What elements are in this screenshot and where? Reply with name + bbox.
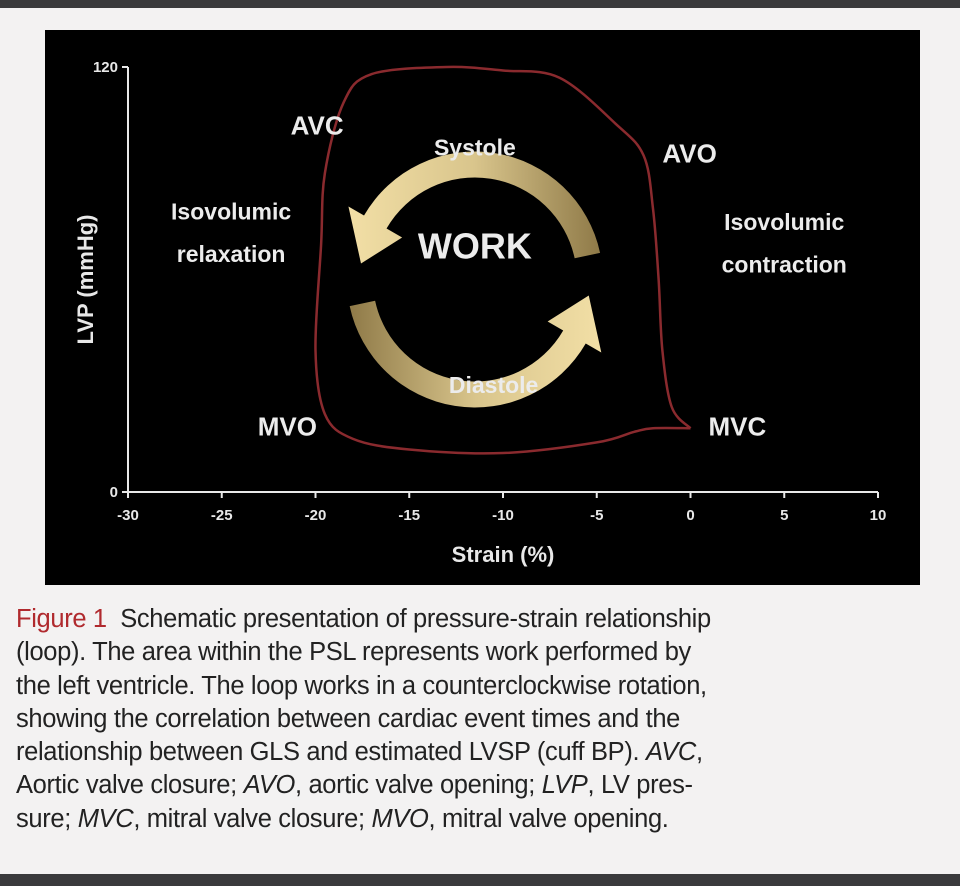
x-tick-label: -20	[305, 507, 327, 524]
caption-text-7: , aortic valve opening;	[294, 771, 542, 800]
annotation-avo: AVO	[662, 139, 716, 169]
caption-text-5: relationship between GLS and estimated L…	[16, 738, 646, 767]
caption-text-6: Aortic valve closure;	[16, 771, 244, 800]
annotations: AVC AVO Isovolumic relaxation Isovolumic cont…	[171, 110, 847, 441]
x-tick-label: 5	[780, 507, 788, 524]
annotation-contraction: contraction	[722, 251, 847, 277]
caption-abbr-avc: AVC	[645, 738, 696, 767]
axes: -30 -25 -20 -15 -10 -5 0 5 10 0 120	[93, 59, 886, 524]
annotation-mvo: MVO	[258, 411, 317, 441]
caption-abbr-lvp: LVP	[541, 771, 588, 800]
x-axis-title: Strain (%)	[452, 542, 555, 567]
figure-caption: Figure 1 Schematic presentation of press…	[16, 605, 711, 833]
figure-label: Figure 1	[16, 605, 107, 633]
caption-abbr-mvc: MVC	[77, 804, 134, 833]
axis-titles: Strain (%) LVP (mmHg)	[73, 215, 554, 567]
annotation-isovolumic: Isovolumic	[171, 198, 291, 224]
annotation-systole: Systole	[434, 135, 516, 161]
loop-group	[314, 65, 692, 455]
annotation-isovolumic: Isovolumic	[724, 209, 844, 235]
caption-abbr-avo: AVO	[243, 771, 296, 800]
x-tick-label: -25	[211, 507, 233, 524]
caption-text-8: , LV pres-	[587, 771, 693, 800]
caption-text-9: sure;	[16, 804, 78, 833]
caption-text-4: showing the correlation between cardiac …	[16, 704, 681, 733]
x-tick-label: 0	[686, 507, 694, 524]
bottom-frame-bar	[0, 874, 960, 886]
caption-text-11: , mitral valve opening.	[428, 804, 669, 833]
caption-text-2: (loop). The area within the PSL represen…	[16, 638, 691, 667]
y-axis-title: LVP (mmHg)	[73, 215, 98, 345]
x-tick-label: -30	[117, 507, 139, 524]
caption-text-10: , mitral valve closure;	[133, 804, 372, 833]
caption-text-1: Schematic presentation of pressure-strai…	[120, 605, 711, 633]
y-tick-label: 120	[93, 59, 118, 76]
chart-panel: -30 -25 -20 -15 -10 -5 0 5 10 0 120 AVC AVO Isovolum…	[45, 30, 920, 585]
cycle-arrows	[348, 151, 602, 408]
diastole-arrow	[349, 295, 602, 408]
x-tick-label: 10	[870, 507, 887, 524]
x-tick-label: -15	[398, 507, 420, 524]
systole-arrow	[348, 151, 601, 264]
pressure-strain-loop	[314, 65, 692, 455]
x-tick-label: -10	[492, 507, 514, 524]
y-tick-label: 0	[110, 484, 118, 501]
annotation-mvc: MVC	[708, 411, 766, 441]
x-tick-label: -5	[590, 507, 603, 524]
annotation-work: WORK	[418, 225, 532, 266]
caption-text-3: the left ventricle. The loop works in a …	[16, 671, 707, 700]
pressure-strain-loop-chart: -30 -25 -20 -15 -10 -5 0 5 10 0 120 AVC AVO Isovolum…	[73, 59, 886, 567]
annotation-relaxation: relaxation	[177, 241, 286, 267]
annotation-diastole: Diastole	[449, 372, 538, 398]
caption-abbr-mvo: MVO	[371, 804, 429, 833]
annotation-avc: AVC	[291, 110, 344, 140]
top-frame-bar	[0, 0, 960, 8]
